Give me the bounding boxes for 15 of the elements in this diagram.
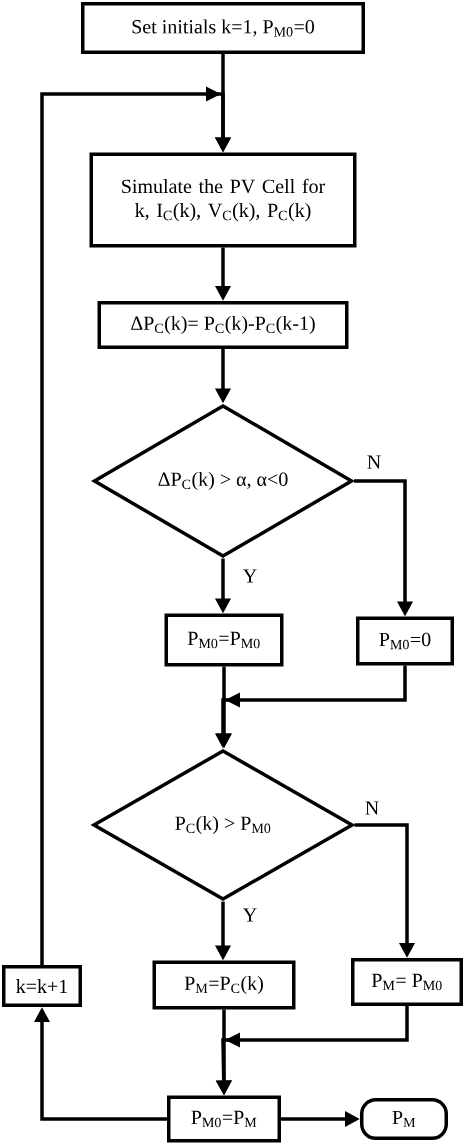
process-box: P$_{M}$=P$_{C}$(k) <box>152 960 296 1010</box>
process-box: ΔP$_{C}$(k)= P$_{C}$(k)-P$_{C}$(k-1) <box>97 301 349 349</box>
edge-label: N <box>365 454 383 470</box>
process-box: Set initials k=1, P$_{M0}$=0 <box>81 2 365 54</box>
process-box: P$_{M}$= P$_{M0}$ <box>351 958 463 1006</box>
process-box: Simulate the PV Cell for k, I$_{C}$(k), V$_{C}$(k), P$_{C}$(k) <box>89 152 357 248</box>
process-box: P$_{M0}$=0 <box>356 616 454 666</box>
process-box: k=k+1 <box>2 965 82 1007</box>
process-box: P$_{M0}$=P$_{M}$ <box>167 1095 281 1143</box>
edge-label: Y <box>241 907 259 923</box>
edge-label: N <box>363 800 381 816</box>
arrow <box>40 86 232 965</box>
terminal-box: P$_{M}$ <box>360 1098 448 1140</box>
process-box: P$_{M0}$=P$_{M0}$ <box>164 613 284 667</box>
edge-label: Y <box>241 568 259 584</box>
